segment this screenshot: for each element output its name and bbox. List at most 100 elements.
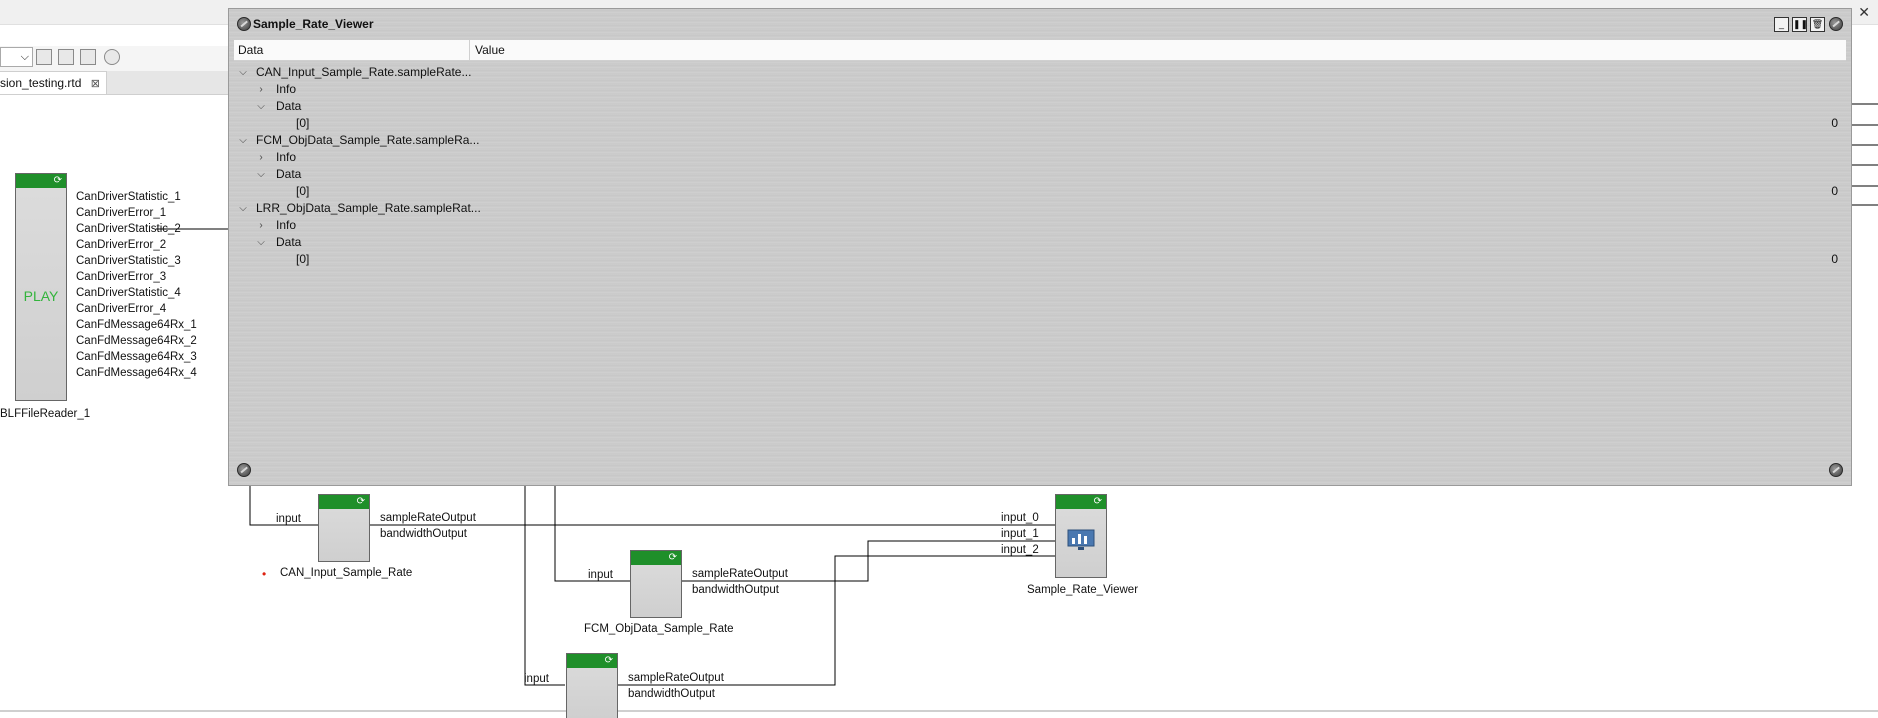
column-header-value[interactable]: Value [475, 43, 505, 57]
chevron-down-icon[interactable]: ⌵ [257, 237, 265, 248]
minimize-icon[interactable]: _ [1774, 17, 1789, 32]
tree-row-data[interactable]: ⌵ Data [234, 234, 1846, 251]
screw-icon [237, 17, 251, 31]
refresh-icon: ⟳ [356, 496, 365, 507]
chevron-right-icon[interactable]: › [259, 84, 263, 95]
sample-rate-viewer-window[interactable]: Sample_Rate_Viewer _ ❚❚ 🗑 Data Value ⌵ C… [228, 8, 1852, 486]
screw-icon [1829, 17, 1843, 31]
editor-tab-label: sion_testing.rtd [0, 76, 82, 90]
column-divider[interactable] [469, 40, 470, 60]
output-port[interactable]: CanDriverError_3 [76, 271, 167, 283]
output-port[interactable]: CanFdMessage64Rx_4 [76, 367, 197, 379]
status-dot: • [262, 567, 267, 581]
paste-icon[interactable] [80, 49, 96, 65]
viewer-title: Sample_Rate_Viewer [253, 17, 374, 31]
tree-row-label: Data [276, 167, 302, 181]
block-header: ⟳ [1056, 495, 1106, 509]
clear-icon[interactable]: 🗑 [1810, 17, 1825, 32]
input-port[interactable]: input_0 [1001, 512, 1039, 524]
column-header-data[interactable]: Data [238, 43, 264, 57]
refresh-icon: ⟳ [604, 655, 613, 666]
output-port[interactable]: CanDriverStatistic_3 [76, 255, 181, 267]
output-port[interactable]: CanDriverError_2 [76, 239, 167, 251]
screw-icon [237, 463, 251, 477]
tree-row-value-cell: 0 [1831, 252, 1838, 266]
tree-row-value-cell: 0 [1831, 184, 1838, 198]
tree-row-label: Data [276, 235, 302, 249]
chevron-down-icon[interactable]: ⌵ [257, 169, 265, 180]
refresh-icon: ⟳ [1093, 496, 1102, 507]
refresh-icon[interactable] [104, 49, 120, 65]
editor-tab[interactable]: sion_testing.rtd ⊠ [0, 71, 107, 94]
input-port[interactable]: input [588, 569, 613, 581]
output-port[interactable]: CanDriverStatistic_2 [76, 223, 181, 235]
chevron-right-icon[interactable]: › [259, 220, 263, 231]
output-port[interactable]: bandwidthOutput [380, 528, 467, 540]
output-port[interactable]: CanDriverStatistic_1 [76, 191, 181, 203]
tree-row-value[interactable]: [0] 0 [234, 183, 1846, 200]
tree-row-info[interactable]: › Info [234, 81, 1846, 98]
input-port[interactable]: input [276, 513, 301, 525]
output-port[interactable]: CanDriverError_4 [76, 303, 167, 315]
output-port[interactable]: CanDriverStatistic_4 [76, 287, 181, 299]
tree-row-label: Info [276, 82, 297, 96]
refresh-icon: ⟳ [668, 552, 677, 563]
tree-row-value[interactable]: [0] 0 [234, 251, 1846, 268]
input-port[interactable]: input [524, 673, 549, 685]
chevron-down-icon[interactable]: ⌵ [257, 101, 265, 112]
output-port[interactable]: sampleRateOutput [628, 672, 724, 684]
tab-close-icon[interactable]: ⊠ [90, 78, 100, 90]
tree-row-info[interactable]: › Info [234, 217, 1846, 234]
output-port[interactable]: bandwidthOutput [628, 688, 715, 700]
refresh-icon: ⟳ [53, 175, 62, 186]
tree-row-info[interactable]: › Info [234, 149, 1846, 166]
tree-row-value[interactable]: [0] 0 [234, 115, 1846, 132]
blf-file-reader-block[interactable]: ⟳ PLAY [15, 173, 67, 401]
tree-row-label: Info [276, 150, 297, 164]
tree-row-data[interactable]: ⌵ Data [234, 98, 1846, 115]
tree-row-index: [0] [296, 116, 310, 130]
output-port[interactable]: sampleRateOutput [380, 512, 476, 524]
copy-icon[interactable] [58, 49, 74, 65]
can-input-sample-rate-block[interactable]: ⟳ [318, 494, 370, 562]
output-port[interactable]: CanFdMessage64Rx_3 [76, 351, 197, 363]
block-header: ⟳ [16, 174, 66, 188]
close-icon[interactable]: ✕ [1858, 4, 1870, 20]
sample-rate-viewer-block[interactable]: ⟳ [1055, 494, 1107, 578]
tree-row-index: [0] [296, 184, 310, 198]
fcm-objdata-sample-rate-block[interactable]: ⟳ [630, 550, 682, 618]
output-port[interactable]: CanFdMessage64Rx_1 [76, 319, 197, 331]
block-header: ⟳ [631, 551, 681, 565]
chevron-down-icon[interactable]: ⌵ [239, 67, 247, 78]
tree-row-label: CAN_Input_Sample_Rate.sampleRate... [256, 65, 472, 79]
input-port[interactable]: input_1 [1001, 528, 1039, 540]
output-port[interactable]: CanDriverError_1 [76, 207, 167, 219]
can-input-sample-rate-label: CAN_Input_Sample_Rate [280, 567, 413, 579]
data-table-header: Data Value [234, 40, 1846, 61]
block-header: ⟳ [319, 495, 369, 509]
chevron-right-icon[interactable]: › [259, 152, 263, 163]
toolbar-combo[interactable]: ⌵ [0, 47, 33, 67]
tree-row-group[interactable]: ⌵ LRR_ObjData_Sample_Rate.sampleRat... [234, 200, 1846, 217]
chevron-down-icon[interactable]: ⌵ [239, 203, 247, 214]
block-header: ⟳ [567, 654, 617, 668]
output-port[interactable]: bandwidthOutput [692, 584, 779, 596]
sample-rate-viewer-label: Sample_Rate_Viewer [1027, 584, 1139, 596]
tree-row-label: Info [276, 218, 297, 232]
blf-file-reader-label: BLFFileReader_1 [0, 408, 91, 420]
tree-row-group[interactable]: ⌵ FCM_ObjData_Sample_Rate.sampleRa... [234, 132, 1846, 149]
pause-icon[interactable]: ❚❚ [1792, 17, 1808, 32]
select-tool-icon[interactable] [36, 49, 52, 65]
output-port[interactable]: sampleRateOutput [692, 568, 788, 580]
play-state-label: PLAY [23, 288, 59, 304]
input-port[interactable]: input_2 [1001, 544, 1039, 556]
tree-row-label: LRR_ObjData_Sample_Rate.sampleRat... [256, 201, 481, 215]
chevron-down-icon[interactable]: ⌵ [239, 135, 247, 146]
output-port[interactable]: CanFdMessage64Rx_2 [76, 335, 197, 347]
lrr-objdata-sample-rate-block[interactable]: ⟳ [566, 653, 618, 718]
monitor-chart-icon [1067, 529, 1095, 550]
tree-row-data[interactable]: ⌵ Data [234, 166, 1846, 183]
tree-row-group[interactable]: ⌵ CAN_Input_Sample_Rate.sampleRate... [234, 64, 1846, 81]
tree-row-label: Data [276, 99, 302, 113]
